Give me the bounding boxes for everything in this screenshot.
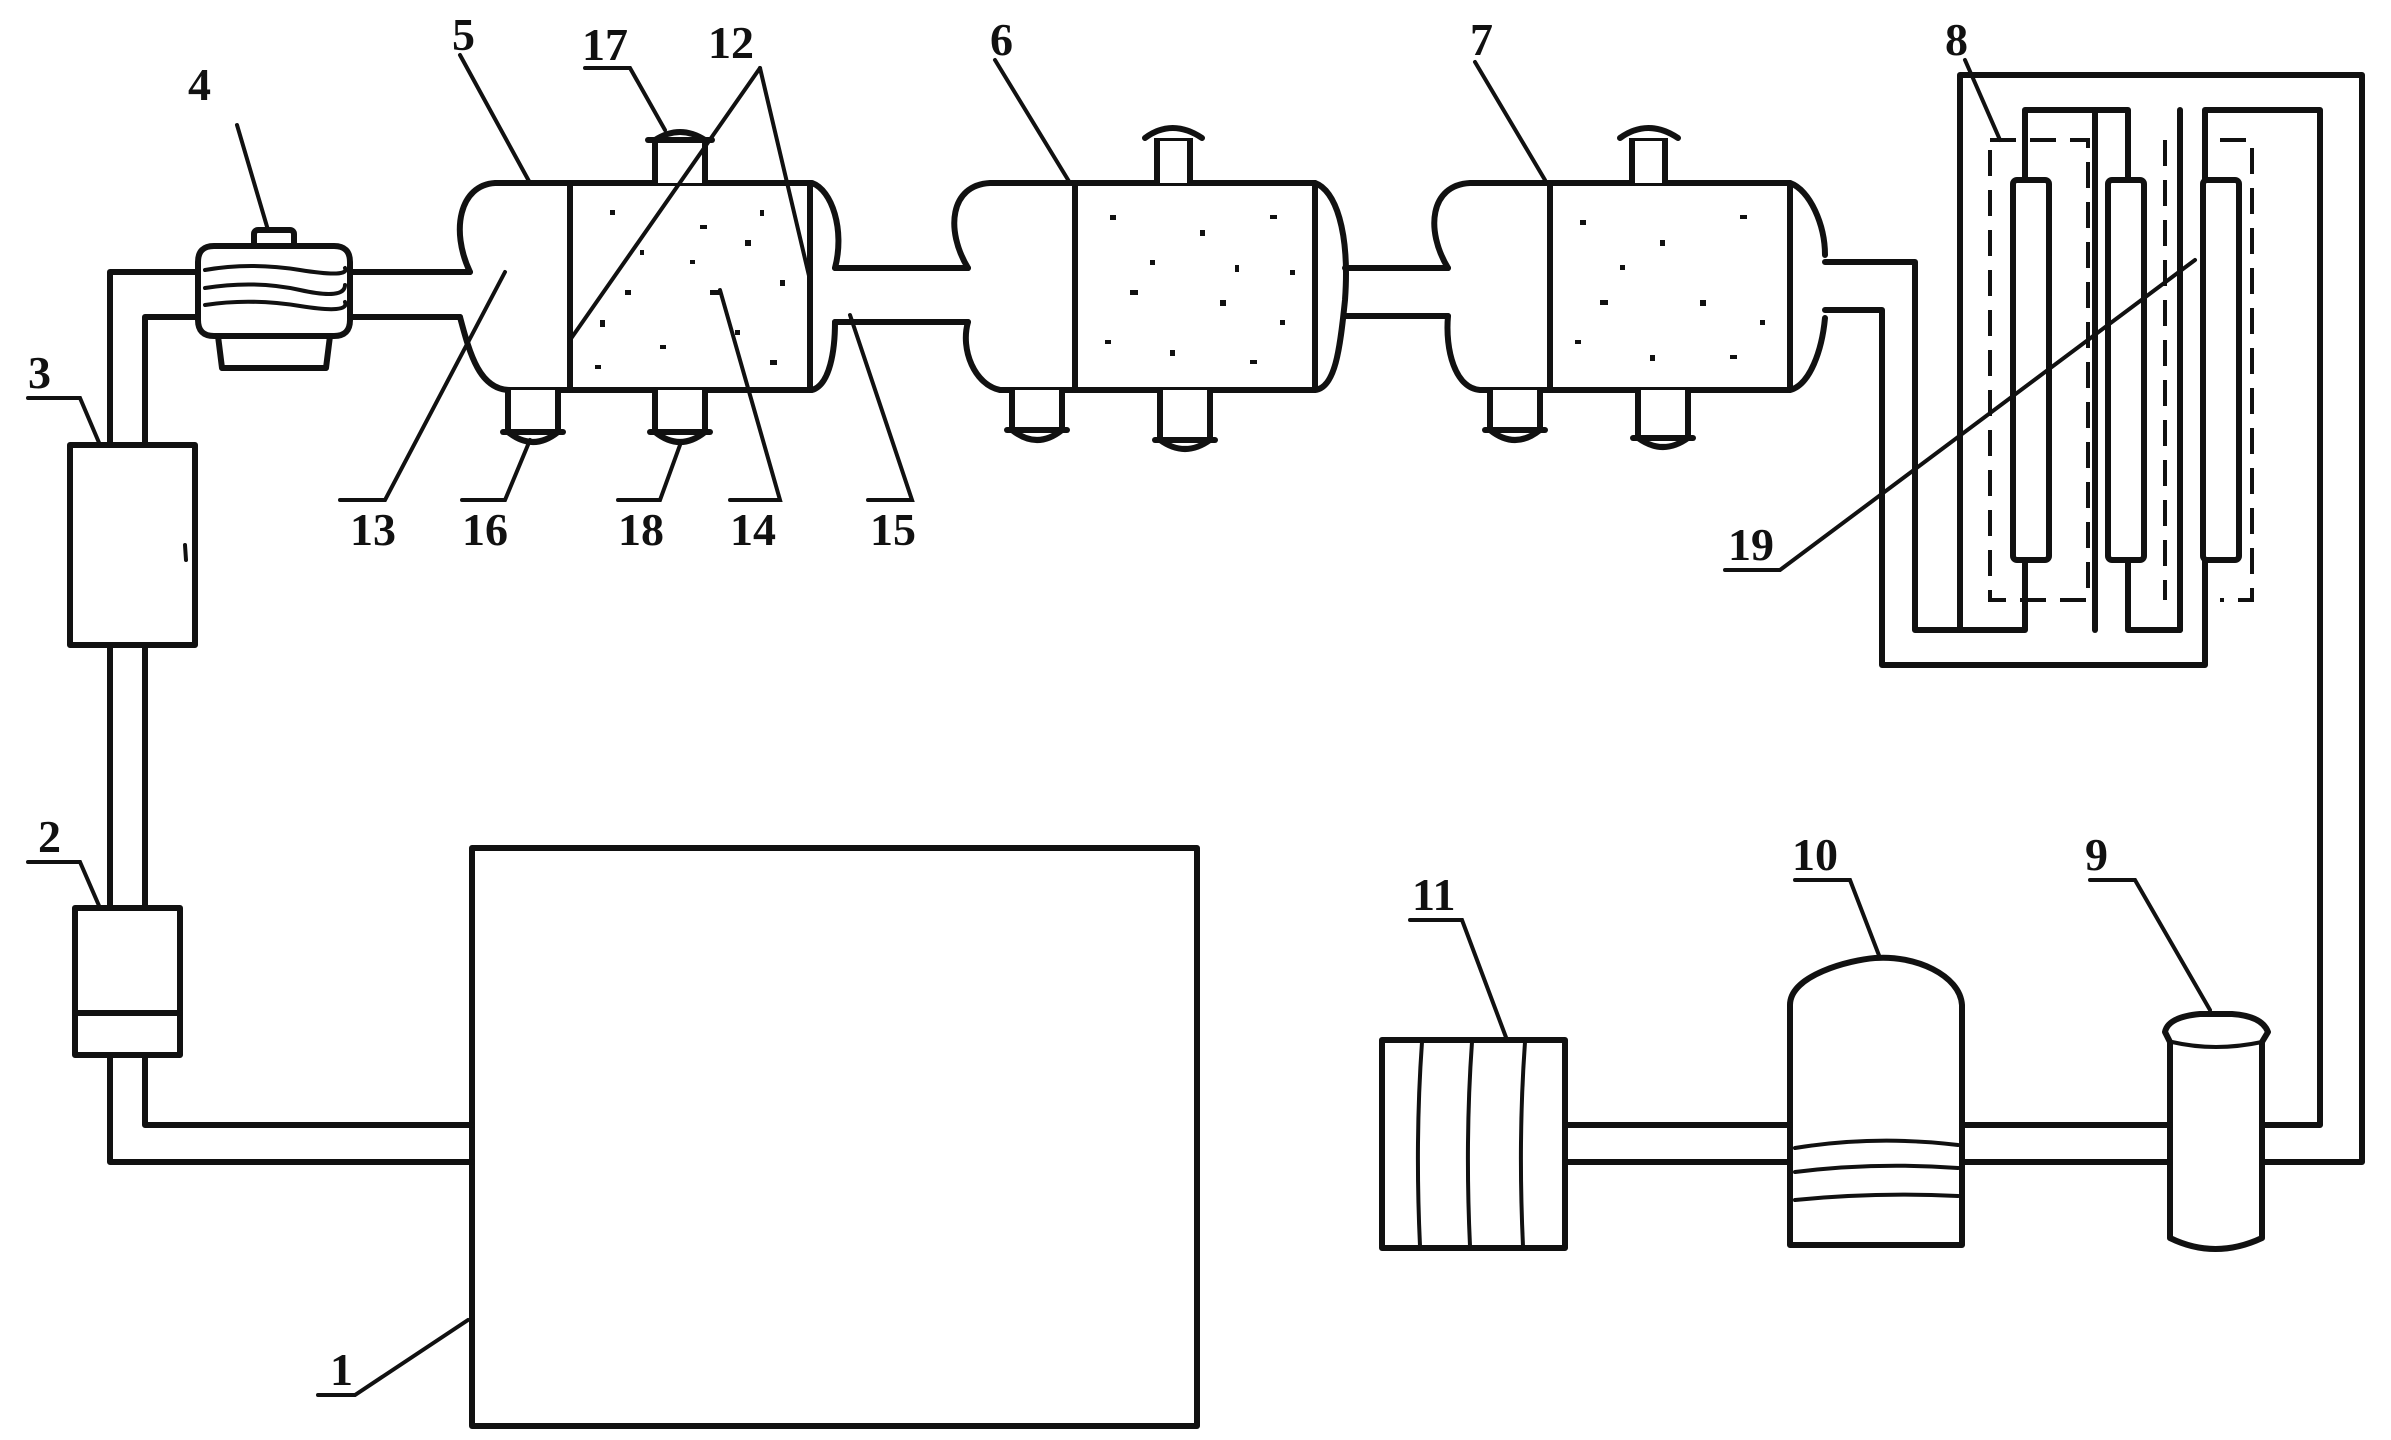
label-13: 13 bbox=[350, 504, 396, 555]
component-5-vessel bbox=[456, 129, 842, 445]
leader-19 bbox=[1723, 258, 2197, 572]
label-8: 8 bbox=[1945, 14, 1968, 65]
component-8-membrane-module bbox=[1957, 72, 2365, 1165]
label-17: 17 bbox=[582, 19, 628, 70]
leader-13 bbox=[338, 270, 507, 502]
component-3-unit bbox=[67, 442, 198, 648]
label-16: 16 bbox=[462, 504, 508, 555]
leader-10 bbox=[1793, 878, 1882, 960]
leader-7 bbox=[1473, 60, 1547, 182]
leader-12a bbox=[568, 66, 762, 342]
pipe-tank-to-pump bbox=[107, 269, 475, 1165]
leader-12b bbox=[758, 66, 812, 282]
leader-14 bbox=[718, 288, 783, 502]
leader-2 bbox=[26, 860, 102, 910]
label-14: 14 bbox=[730, 504, 776, 555]
leader-1 bbox=[316, 1318, 470, 1397]
pipe-6-to-7 bbox=[1342, 265, 1451, 319]
component-11-unit bbox=[1379, 1037, 1568, 1251]
component-7-vessel bbox=[1431, 125, 1828, 450]
label-4: 4 bbox=[188, 59, 211, 110]
pipe-5-to-6 bbox=[832, 265, 971, 325]
label-1: 1 bbox=[330, 1344, 353, 1395]
component-1-tank bbox=[469, 845, 1200, 1429]
label-10: 10 bbox=[1792, 829, 1838, 880]
leader-4 bbox=[235, 123, 270, 232]
component-10-tank bbox=[1787, 954, 1965, 1248]
leader-5 bbox=[458, 53, 532, 185]
leader-11 bbox=[1408, 918, 1509, 1042]
label-9: 9 bbox=[2085, 829, 2108, 880]
leader-9 bbox=[2088, 878, 2212, 1012]
label-6: 6 bbox=[990, 14, 1013, 65]
leader-lines bbox=[26, 53, 2212, 1397]
label-2: 2 bbox=[38, 811, 61, 862]
leader-15 bbox=[848, 313, 915, 502]
label-11: 11 bbox=[1412, 869, 1455, 920]
leader-6 bbox=[993, 58, 1072, 185]
label-18: 18 bbox=[618, 504, 664, 555]
label-15: 15 bbox=[870, 504, 916, 555]
label-3: 3 bbox=[28, 347, 51, 398]
leader-8 bbox=[1963, 58, 2002, 142]
component-9-vessel bbox=[2162, 1011, 2271, 1252]
leader-17 bbox=[583, 66, 667, 132]
label-19: 19 bbox=[1728, 519, 1774, 570]
component-6-vessel bbox=[951, 125, 1349, 452]
label-5: 5 bbox=[452, 9, 475, 60]
label-7: 7 bbox=[1470, 14, 1493, 65]
component-2-unit bbox=[72, 905, 183, 1058]
component-4-motor bbox=[195, 227, 353, 371]
pipe-pump-to-vessel-5 bbox=[347, 269, 473, 320]
labels: 1 2 3 4 5 6 7 8 9 10 11 12 13 14 15 16 1… bbox=[28, 9, 2108, 1395]
pipe-9-to-10 bbox=[1959, 1122, 2173, 1165]
leader-3 bbox=[26, 396, 102, 447]
pipe-10-to-11 bbox=[1562, 1122, 1793, 1165]
label-12: 12 bbox=[708, 17, 754, 68]
leader-18 bbox=[616, 443, 682, 502]
leader-16 bbox=[460, 438, 532, 502]
